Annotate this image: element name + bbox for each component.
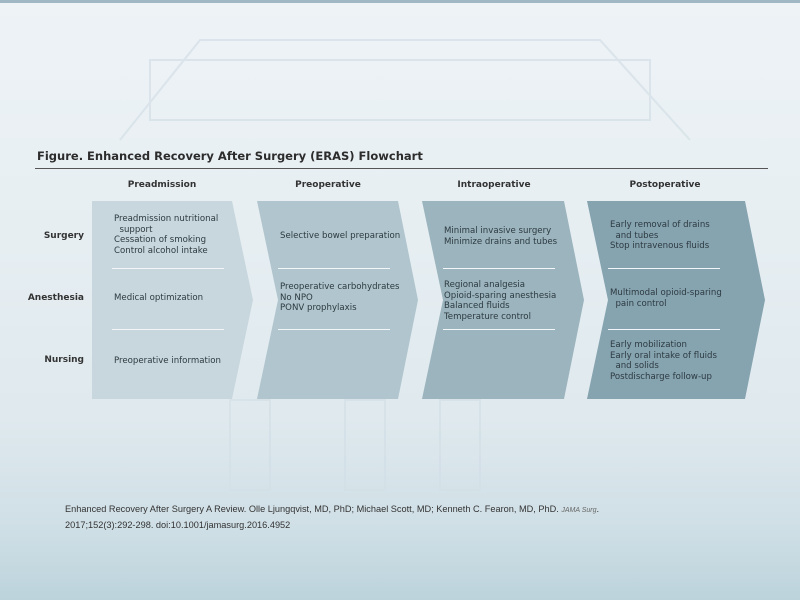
title-rule — [35, 168, 768, 169]
citation-text: Enhanced Recovery After Surgery A Review… — [65, 504, 559, 514]
cell-preoperative-anesthesia: Preoperative carbohydrates No NPO PONV p… — [280, 282, 400, 314]
row-label-anesthesia: Anesthesia — [27, 293, 84, 303]
citation: Enhanced Recovery After Surgery A Review… — [65, 504, 600, 530]
cell-postoperative-anesthesia: Multimodal opioid-sparing pain control — [610, 288, 722, 309]
divider — [112, 329, 224, 330]
cell-intraoperative-anesthesia: Regional analgesia Opioid-sparing anesth… — [444, 280, 557, 322]
divider — [278, 329, 390, 330]
cell-postoperative-surgery: Early removal of drains and tubes Stop i… — [610, 220, 710, 252]
row-label-nursing: Nursing — [44, 355, 84, 365]
cell-postoperative-nursing: Early mobilization Early oral intake of … — [610, 340, 717, 382]
divider — [278, 268, 390, 269]
cell-preoperative-surgery: Selective bowel preparation — [280, 231, 401, 241]
cell-preadmission-surgery: Preadmission nutritional support Cessati… — [114, 214, 219, 256]
citation-journal: JAMA Surg — [561, 507, 597, 514]
divider — [112, 268, 224, 269]
phase-header-postoperative: Postoperative — [629, 180, 701, 190]
chevron-preoperative — [257, 201, 418, 399]
figure-title: Figure. Enhanced Recovery After Surgery … — [37, 149, 423, 163]
cell-preadmission-anesthesia: Medical optimization — [114, 293, 204, 303]
divider — [443, 268, 555, 269]
chevron-preadmission — [92, 201, 253, 399]
citation-line2: 2017;152(3):292-298. doi:10.1001/jamasur… — [65, 520, 291, 530]
phase-header-preadmission: Preadmission — [127, 180, 197, 190]
cell-intraoperative-surgery: Minimal invasive surgery Minimize drains… — [444, 226, 558, 247]
chevron-intraoperative — [422, 201, 584, 399]
phase-header-intraoperative: Intraoperative — [457, 180, 531, 190]
chevron-postoperative — [587, 201, 765, 399]
divider — [608, 268, 720, 269]
phase-header-preoperative: Preoperative — [295, 180, 361, 190]
divider — [608, 329, 720, 330]
cell-preadmission-nursing: Preoperative information — [114, 356, 221, 366]
divider — [443, 329, 555, 330]
row-label-surgery: Surgery — [43, 231, 84, 241]
